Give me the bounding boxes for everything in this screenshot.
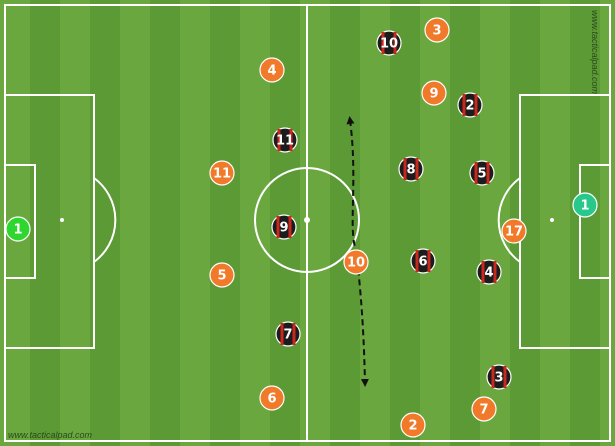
jersey-stripe bbox=[288, 216, 292, 238]
jersey-stripe bbox=[276, 216, 280, 238]
jersey-stripe bbox=[474, 94, 478, 116]
player-black-5[interactable]: 5 bbox=[469, 160, 495, 186]
player-orange-4[interactable]: 4 bbox=[259, 57, 285, 83]
player-orange-10[interactable]: 10 bbox=[343, 249, 369, 275]
player-marker bbox=[209, 160, 235, 186]
player-black-11[interactable]: 11 bbox=[272, 127, 298, 153]
player-black-4[interactable]: 4 bbox=[476, 259, 502, 285]
left-penalty-spot bbox=[60, 218, 64, 222]
player-number: 6 bbox=[267, 392, 276, 407]
jersey-stripe bbox=[415, 158, 419, 180]
player-orange-9[interactable]: 9 bbox=[421, 80, 447, 106]
jersey-stripe bbox=[415, 250, 419, 272]
player-number: 7 bbox=[283, 328, 292, 343]
player-number: 7 bbox=[479, 403, 488, 418]
player-black-3[interactable]: 3 bbox=[486, 364, 512, 390]
player-number: 10 bbox=[347, 256, 365, 271]
player-number: 8 bbox=[406, 163, 415, 178]
jersey-stripe bbox=[474, 162, 478, 184]
jersey-stripe bbox=[280, 323, 284, 345]
player-orange-11[interactable]: 11 bbox=[209, 160, 235, 186]
jersey-stripe bbox=[481, 261, 485, 283]
player-number: 10 bbox=[380, 37, 398, 52]
center-spot bbox=[304, 217, 310, 223]
player-black-10[interactable]: 10 bbox=[376, 30, 402, 56]
player-marker bbox=[259, 57, 285, 83]
jersey-stripe bbox=[493, 261, 497, 283]
player-number: 5 bbox=[477, 167, 486, 182]
player-number: 1 bbox=[13, 223, 22, 238]
player-orange-17[interactable]: 17 bbox=[501, 218, 527, 244]
player-gk-1[interactable]: 1 bbox=[572, 192, 598, 218]
player-number: 11 bbox=[213, 167, 231, 182]
player-marker bbox=[501, 218, 527, 244]
jersey-stripe bbox=[486, 162, 490, 184]
watermark-top-right: www.tacticalpad.com bbox=[590, 10, 600, 95]
player-orange-3[interactable]: 3 bbox=[424, 17, 450, 43]
player-black-6[interactable]: 6 bbox=[410, 248, 436, 274]
right-penalty-arc bbox=[497, 177, 521, 263]
left-penalty-arc bbox=[93, 177, 117, 263]
player-number: 5 bbox=[217, 269, 226, 284]
jersey-stripe bbox=[427, 250, 431, 272]
player-orange-7[interactable]: 7 bbox=[471, 396, 497, 422]
player-orange-5[interactable]: 5 bbox=[209, 262, 235, 288]
player-black-2[interactable]: 2 bbox=[457, 92, 483, 118]
player-number: 3 bbox=[432, 24, 441, 39]
player-marker bbox=[343, 249, 369, 275]
jersey-stripe bbox=[491, 366, 495, 388]
jersey-stripe bbox=[381, 32, 385, 54]
player-number: 4 bbox=[267, 64, 276, 79]
player-number: 2 bbox=[465, 99, 474, 114]
player-marker bbox=[421, 80, 447, 106]
player-number: 17 bbox=[505, 225, 523, 240]
right-goal-area bbox=[579, 164, 611, 279]
player-gk-1[interactable]: 1 bbox=[5, 216, 31, 242]
jersey-stripe bbox=[462, 94, 466, 116]
jersey-stripe bbox=[292, 323, 296, 345]
right-penalty-spot bbox=[550, 218, 554, 222]
player-number: 1 bbox=[580, 199, 589, 214]
jersey-stripe bbox=[503, 366, 507, 388]
player-black-7[interactable]: 7 bbox=[275, 321, 301, 347]
player-number: 6 bbox=[418, 255, 427, 270]
player-marker bbox=[572, 192, 598, 218]
left-goal-area bbox=[4, 164, 36, 279]
player-orange-2[interactable]: 2 bbox=[400, 412, 426, 438]
player-marker bbox=[209, 262, 235, 288]
player-marker bbox=[424, 17, 450, 43]
player-marker bbox=[5, 216, 31, 242]
player-number: 2 bbox=[408, 419, 417, 434]
player-marker bbox=[471, 396, 497, 422]
jersey-stripe bbox=[277, 129, 281, 151]
player-number: 4 bbox=[484, 266, 493, 281]
player-number: 11 bbox=[276, 134, 294, 149]
player-marker bbox=[259, 385, 285, 411]
player-marker bbox=[400, 412, 426, 438]
jersey-stripe bbox=[289, 129, 293, 151]
jersey-stripe bbox=[393, 32, 397, 54]
player-number: 3 bbox=[494, 371, 503, 386]
pitch-markings bbox=[4, 4, 611, 442]
watermark-bottom-left: www.tacticalpad.com bbox=[8, 430, 93, 440]
player-orange-6[interactable]: 6 bbox=[259, 385, 285, 411]
player-number: 9 bbox=[429, 87, 438, 102]
player-black-8[interactable]: 8 bbox=[398, 156, 424, 182]
player-black-9[interactable]: 9 bbox=[271, 214, 297, 240]
jersey-stripe bbox=[403, 158, 407, 180]
player-number: 9 bbox=[279, 221, 288, 236]
